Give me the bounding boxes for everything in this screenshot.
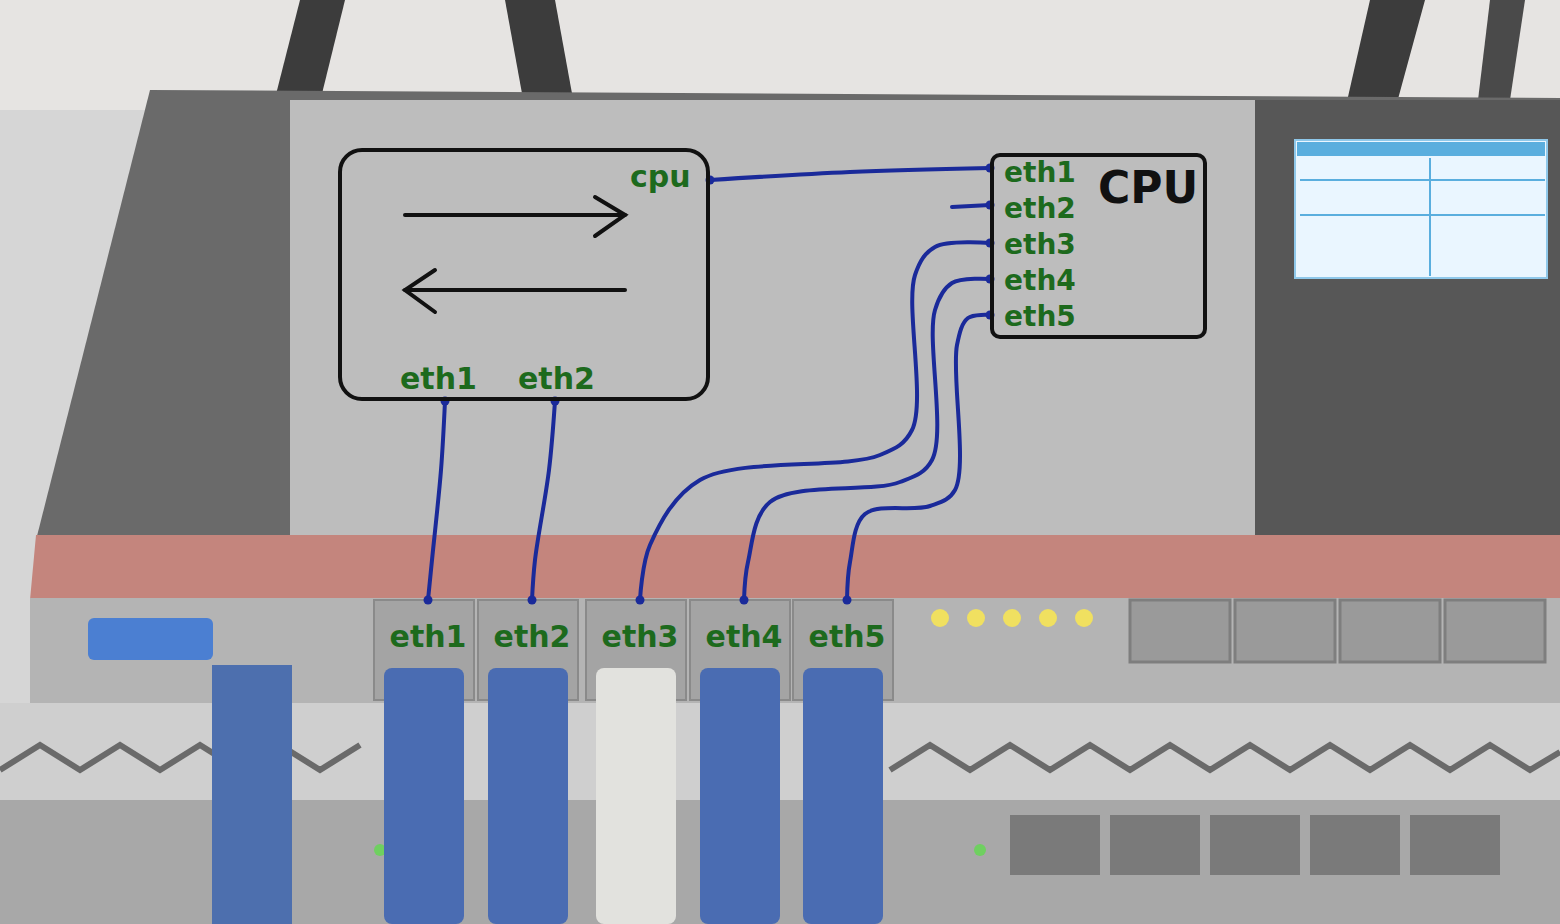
- port-label-area: eth4: [690, 600, 798, 662]
- lcd-header: [1297, 142, 1545, 156]
- port-name: eth3: [586, 620, 694, 655]
- ethernet-socket: [1010, 815, 1100, 875]
- router-front-strip: [30, 535, 1560, 600]
- status-led: [1003, 609, 1021, 627]
- lcd-line: [1300, 214, 1545, 216]
- port-name: eth1: [400, 362, 477, 397]
- port-name: eth3: [1004, 229, 1076, 261]
- port-label-area: eth2: [478, 600, 586, 662]
- forward-arrow: [405, 213, 625, 217]
- usb-port-glow: [88, 618, 213, 660]
- status-led: [974, 844, 986, 856]
- ethernet-socket: [1130, 600, 1230, 662]
- network-cable: [803, 668, 883, 924]
- network-cable: [488, 668, 568, 924]
- antenna: [1345, 0, 1425, 110]
- port-label-area: eth3: [586, 600, 694, 662]
- network-cable: [596, 668, 676, 924]
- chip-title: CPU: [1098, 163, 1198, 214]
- status-led: [967, 609, 985, 627]
- wire: [640, 242, 990, 600]
- ethernet-socket: [1310, 815, 1400, 875]
- backward-arrow: [405, 288, 625, 292]
- port-name: eth2: [1004, 193, 1076, 225]
- router-top: [36, 90, 1560, 540]
- port-name: eth4: [690, 620, 798, 655]
- stub-wire: [952, 205, 990, 207]
- pin-dot: [843, 596, 852, 605]
- ethernet-socket: [1235, 600, 1335, 662]
- port-label-area: eth1: [374, 600, 482, 662]
- wire: [744, 279, 990, 600]
- port-name: cpu: [630, 160, 691, 195]
- pin-dot: [424, 596, 433, 605]
- zigzag-pattern: [890, 745, 1560, 770]
- pin-dot: [528, 596, 537, 605]
- antenna: [1478, 0, 1525, 100]
- port-name: eth2: [518, 362, 595, 397]
- lcd-line: [1429, 158, 1431, 276]
- status-led: [931, 609, 949, 627]
- ethernet-socket: [1210, 815, 1300, 875]
- port-name: eth4: [1004, 265, 1076, 297]
- ethernet-socket: [1410, 815, 1500, 875]
- port-name: eth2: [478, 620, 586, 655]
- port-name: eth1: [374, 620, 482, 655]
- port-name: eth5: [793, 620, 901, 655]
- lcd-screen: [1295, 140, 1547, 278]
- status-led: [1075, 609, 1093, 627]
- forward-arrow-head: [595, 197, 625, 236]
- lcd-line: [1300, 179, 1545, 181]
- port-name: eth1: [1004, 157, 1076, 189]
- cpu-box: CPU eth1 eth2 eth3 eth4 eth5: [990, 153, 1207, 339]
- ethernet-socket: [1445, 600, 1545, 662]
- pin-dot: [740, 596, 749, 605]
- pin-dot: [636, 596, 645, 605]
- wire: [710, 168, 990, 180]
- wire: [847, 315, 990, 600]
- router-top-right: [1255, 100, 1560, 540]
- wire: [532, 401, 555, 600]
- status-led: [1039, 609, 1057, 627]
- network-cable: [700, 668, 780, 924]
- port-label-area: eth5: [793, 600, 901, 662]
- ethernet-socket: [1340, 600, 1440, 662]
- wire: [428, 401, 445, 600]
- ethernet-socket: [1110, 815, 1200, 875]
- network-cable: [212, 665, 292, 924]
- network-cable: [384, 668, 464, 924]
- port-name: eth5: [1004, 301, 1076, 333]
- zigzag-pattern: [0, 745, 360, 770]
- backward-arrow-head: [405, 270, 435, 312]
- router-label-panel: [290, 100, 1255, 540]
- switch-chip-box: cpu eth1 eth2: [338, 148, 710, 401]
